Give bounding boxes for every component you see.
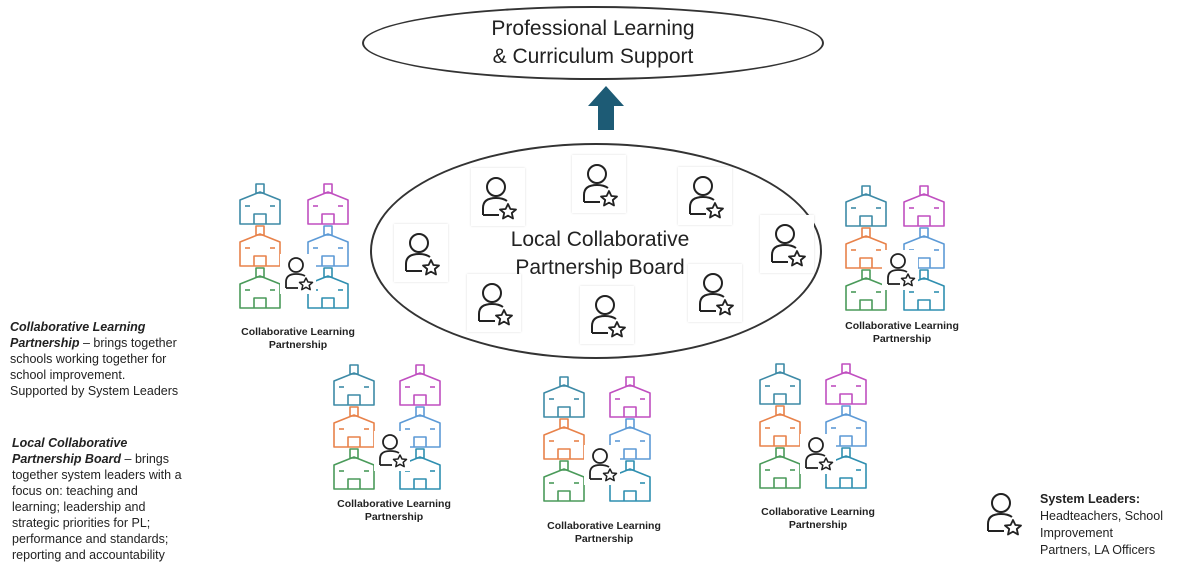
clp-label: Collaborative Learning Partnership bbox=[547, 520, 661, 545]
system-leader-icon bbox=[580, 286, 634, 344]
system-leaders-legend: System Leaders: Headteachers, School Imp… bbox=[1040, 492, 1163, 557]
professional-learning-label: Professional Learning & Curriculum Suppo… bbox=[491, 17, 695, 68]
up-arrow-icon bbox=[588, 86, 624, 130]
system-leader-icon bbox=[760, 215, 814, 273]
clp-definition: Collaborative Learning Partnership – bri… bbox=[10, 320, 179, 398]
school-cluster-icon bbox=[756, 362, 880, 492]
system-leader-icon bbox=[678, 167, 732, 225]
system-leader-icon bbox=[471, 168, 525, 226]
clp-label: Collaborative Learning Partnership bbox=[241, 326, 355, 351]
clp-label: Collaborative Learning Partnership bbox=[761, 506, 875, 531]
school-cluster-icon bbox=[842, 184, 966, 314]
system-leader-icon bbox=[467, 274, 521, 332]
lcpb-definition: Local Collaborative Partnership Board – … bbox=[12, 436, 182, 562]
system-leader-icon bbox=[572, 155, 626, 213]
partnership-board-label: Local Collaborative Partnership Board bbox=[510, 228, 690, 279]
clp-label: Collaborative Learning Partnership bbox=[337, 498, 451, 523]
school-cluster-icon bbox=[330, 363, 454, 493]
system-leader-icon bbox=[394, 224, 448, 282]
clp-label: Collaborative Learning Partnership bbox=[845, 320, 959, 345]
professional-learning-node bbox=[362, 6, 824, 80]
system-leader-legend-icon bbox=[976, 484, 1030, 542]
school-cluster-icon bbox=[540, 375, 664, 505]
school-cluster-icon bbox=[236, 182, 360, 312]
system-leader-icon bbox=[688, 264, 742, 322]
